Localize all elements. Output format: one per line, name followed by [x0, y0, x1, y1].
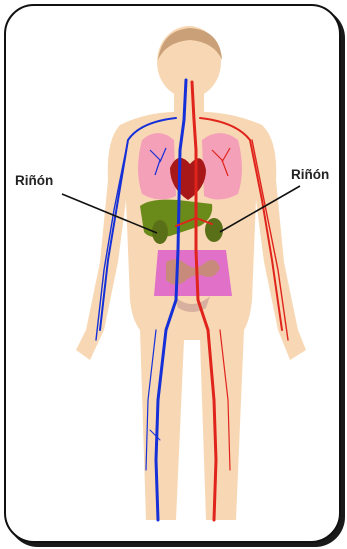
- kidney-label-left: Riñón: [15, 173, 53, 188]
- kidney-label-right: Riñón: [291, 167, 329, 182]
